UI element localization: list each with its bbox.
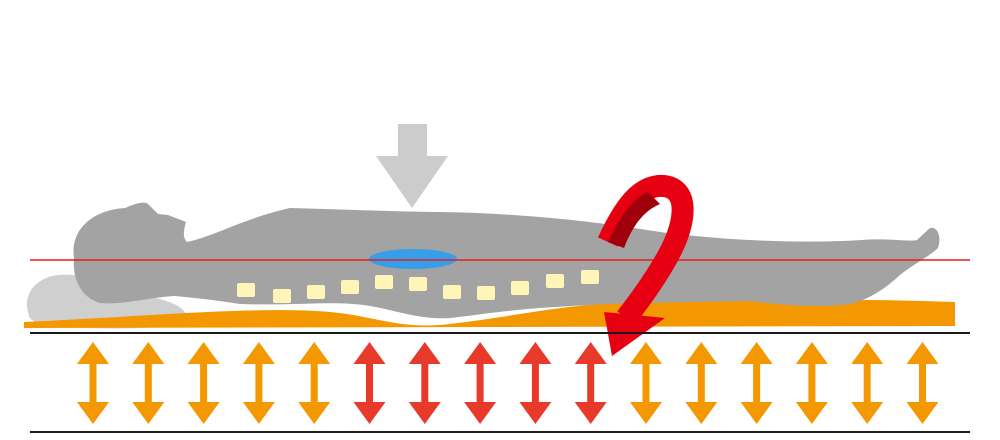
- spring-arrow-row: [77, 342, 939, 424]
- vertebra: [307, 285, 325, 299]
- spring-arrow-icon: [242, 342, 275, 424]
- spring-arrow-icon: [740, 342, 773, 424]
- spring-arrow-icon: [77, 342, 109, 424]
- spring-arrow-icon: [630, 342, 662, 424]
- vertebra: [273, 289, 291, 303]
- vertebra: [237, 283, 255, 297]
- pressure-hotspot: [369, 249, 457, 269]
- vertebra: [375, 275, 393, 289]
- spring-arrow-icon: [795, 342, 828, 424]
- down-arrow-icon: [376, 124, 448, 208]
- vertebra: [443, 285, 461, 299]
- spring-arrow-icon: [851, 342, 884, 424]
- spring-arrow-high-icon: [519, 342, 552, 424]
- vertebra: [581, 270, 599, 284]
- vertebra: [477, 286, 495, 300]
- spring-arrow-icon: [298, 342, 331, 424]
- spring-arrow-high-icon: [408, 342, 441, 424]
- spine-vertebrae: [237, 270, 599, 303]
- spring-arrow-icon: [906, 342, 939, 424]
- spring-arrow-high-icon: [574, 342, 607, 424]
- mattress-surface: [24, 299, 955, 328]
- vertebra: [511, 281, 529, 295]
- vertebra: [341, 280, 359, 294]
- vertebra: [546, 274, 564, 288]
- vertebra: [409, 277, 427, 291]
- spring-arrow-icon: [187, 342, 220, 424]
- spring-arrow-icon: [132, 342, 165, 424]
- spring-arrow-high-icon: [464, 342, 497, 424]
- spring-arrow-high-icon: [353, 342, 386, 424]
- spring-arrow-icon: [685, 342, 718, 424]
